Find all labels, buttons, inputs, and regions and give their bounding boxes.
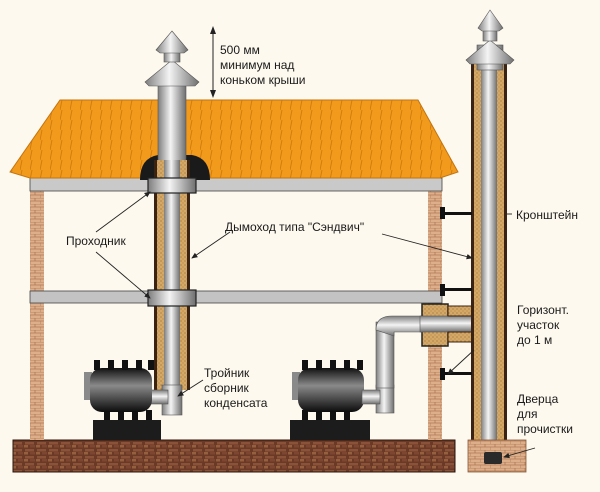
external-chimney-cap-top — [477, 9, 504, 32]
label-bracket: Кронштейн — [516, 208, 578, 222]
foundation — [12, 439, 456, 473]
label-horizontal-section: Горизонт. участок до 1 м — [517, 303, 569, 348]
internal-chimney-cap-top — [155, 30, 189, 54]
stove-right — [290, 360, 370, 440]
bracket-middle — [442, 288, 472, 291]
bracket-upper-plate — [440, 207, 445, 219]
leader-horizontal-section — [447, 349, 475, 375]
label-height-note: 500 мм минимум над коньком крыши — [220, 43, 305, 88]
pass-through-collar-upper — [147, 177, 197, 194]
label-horizontal-section-line: до 1 м — [517, 333, 553, 347]
label-horizontal-section-line: участок — [517, 318, 560, 332]
leader-sandwich-left — [191, 231, 231, 259]
label-cleanout-door-line: прочистки — [517, 422, 573, 436]
bracket-upper — [442, 212, 472, 215]
roof — [9, 99, 459, 179]
right-stove-elbow — [375, 315, 431, 337]
leader-cleanout — [503, 447, 536, 459]
label-tee-condensate-line: Тройник — [204, 366, 250, 380]
leader-tee — [177, 379, 204, 397]
label-tee-condensate: Тройник сборник конденсата — [204, 366, 267, 411]
bracket-middle-plate — [440, 284, 445, 296]
label-height-note-line: 500 мм — [220, 43, 260, 57]
cleanout-door — [484, 452, 502, 464]
stove-left — [84, 360, 161, 440]
right-stove-outlet — [361, 389, 381, 405]
height-arrow-top — [210, 26, 216, 34]
attic-floor — [29, 177, 443, 192]
internal-chimney-cap-lower — [144, 59, 200, 87]
label-horizontal-section-line: Горизонт. — [517, 303, 569, 317]
label-tee-condensate-line: сборник — [204, 381, 249, 395]
leader-sandwich-right — [381, 233, 473, 260]
label-cleanout-door-line: Дверца — [517, 392, 559, 406]
inter-floor-slab — [29, 290, 443, 304]
height-arrow-bottom — [210, 90, 216, 98]
label-cleanout-door: Дверца для прочистки — [517, 392, 573, 437]
label-pass-through: Проходник — [66, 234, 126, 248]
external-chimney-cap-lower — [465, 39, 515, 65]
label-tee-condensate-line: конденсата — [204, 396, 268, 410]
label-height-note-line: минимум над — [220, 58, 295, 72]
pass-through-collar-lower — [147, 289, 197, 307]
label-height-note-line: коньком крыши — [220, 73, 306, 87]
left-wall — [30, 182, 44, 440]
horizontal-section-insulation-bottom — [447, 331, 473, 343]
bracket-lower — [442, 372, 472, 375]
label-cleanout-door-line: для — [517, 407, 538, 421]
horizontal-section-insulation-top — [447, 305, 473, 317]
external-chimney-inner-pipe — [481, 60, 497, 440]
leader-pass-through-upper — [95, 191, 151, 233]
label-sandwich-chimney: Дымоход типа "Сэндвич" — [225, 220, 365, 234]
internal-chimney-inner-pipe — [164, 160, 180, 390]
bracket-lower-plate — [440, 368, 445, 380]
leader-pass-through-lower — [95, 251, 151, 299]
